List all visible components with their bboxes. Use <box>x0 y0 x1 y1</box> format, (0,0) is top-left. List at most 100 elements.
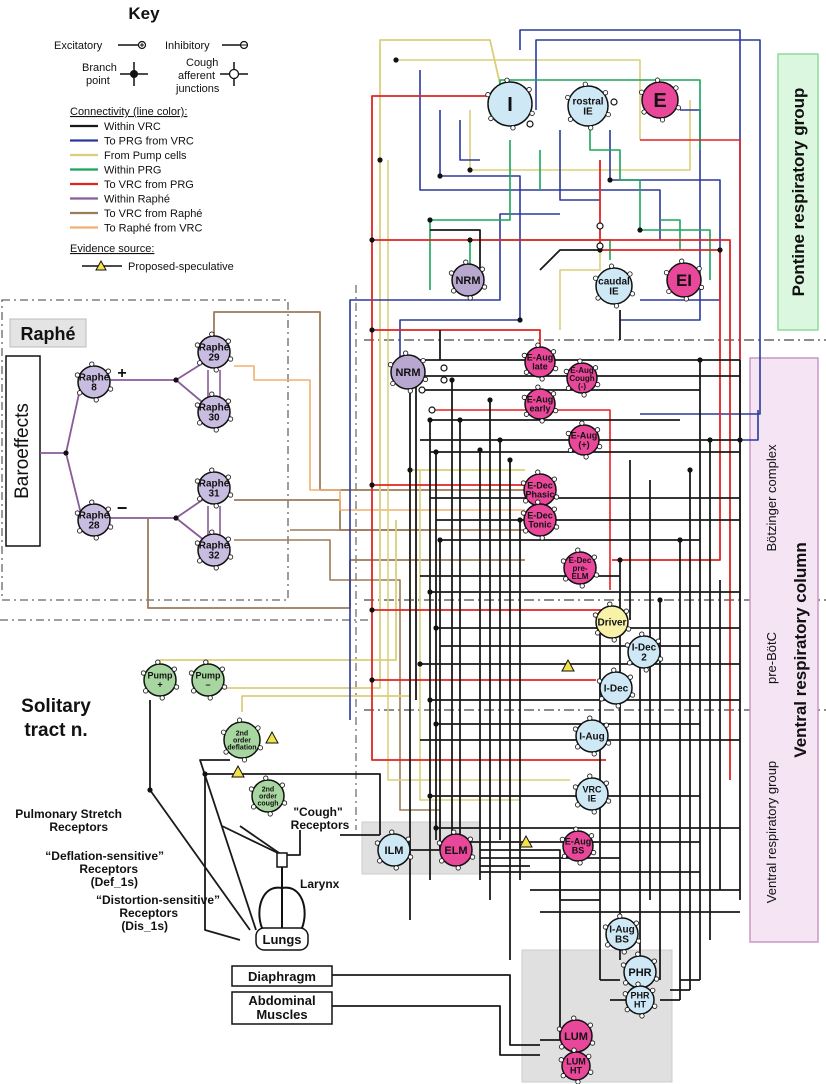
wire <box>371 95 606 761</box>
speculative-triangle-icon <box>265 730 279 744</box>
cell-IAugBS-label-0: I-Aug <box>609 925 635 936</box>
cell-PumpMinus-label-1: – <box>205 680 210 690</box>
branch-point <box>427 589 433 595</box>
speculative-triangle-icon <box>561 658 575 672</box>
cough-junction <box>526 120 534 128</box>
wire <box>221 825 283 856</box>
wire <box>429 140 511 290</box>
baroeffects-box <box>5 355 41 547</box>
lungs-figure: Lungs <box>255 852 309 951</box>
cell-EDecTonic-label-0: E-Dec <box>527 511 553 521</box>
cell-IDec2-label-0: I-Dec <box>632 643 657 654</box>
legend-label-5: Within Raphé <box>104 194 170 206</box>
key-evidence-item: Proposed-speculative <box>128 261 234 273</box>
cell-raphe31-label-1: 31 <box>208 489 220 500</box>
wire <box>620 109 701 321</box>
cell-EDecTonic-label-1: Tonic <box>528 520 551 530</box>
cough-junction <box>596 242 604 250</box>
cell-raphe31-label-0: Raphé <box>199 479 230 490</box>
nts-labels: Solitary tract n. Pulmonary Stretch Rece… <box>15 696 349 933</box>
wire <box>234 499 525 531</box>
cell-EDecPhasic-label-1: Phasic <box>525 490 554 500</box>
vrc-label-box <box>749 357 819 943</box>
wire <box>220 39 501 689</box>
branch-point <box>637 227 643 233</box>
cough-junction <box>440 376 448 384</box>
cough-junction <box>418 386 426 394</box>
cell-PumpMinus: Pump– <box>188 659 228 701</box>
key-branch-line1: Branch <box>82 62 117 74</box>
cell-NRM2-label-0: NRM <box>395 367 420 379</box>
cell-cough2-label-1: order <box>259 793 277 800</box>
muscle-boxes: Diaphragm Abdominal Muscles <box>231 965 333 1025</box>
wire <box>204 774 241 941</box>
cell-raphe30-label-0: Raphé <box>199 403 230 414</box>
branch-point <box>369 607 375 613</box>
legend-label-6: To VRC from Raphé <box>104 208 202 220</box>
solitary-label-line1: Solitary <box>21 696 91 717</box>
legend-label-1: To PRG from VRC <box>104 136 194 148</box>
branch-point <box>63 450 69 456</box>
diaphragm-box <box>231 965 333 987</box>
cell-EAugearly-label-0: E-Aug <box>527 395 554 405</box>
cell-LUMHT-label-0: LUM <box>566 1057 586 1067</box>
wire <box>372 239 731 780</box>
cell-EAuglate-label-1: late <box>532 362 548 372</box>
wire <box>349 213 560 720</box>
branch-point <box>467 237 473 243</box>
branch-point <box>437 537 443 543</box>
branch-point <box>607 177 613 183</box>
wire <box>519 29 759 441</box>
distortion-label-2: Receptors <box>119 906 178 920</box>
solitary-label-line2: tract n. <box>24 720 87 741</box>
cell-PHRHT-label-1: HT <box>634 1000 646 1010</box>
cell-NRM1: NRM <box>448 259 488 301</box>
prg-label-box <box>777 53 819 331</box>
cell-raphe29-label-1: 29 <box>208 353 220 364</box>
prg-region-label: Pontine respiratory group <box>789 88 808 297</box>
cell-LUMHT-label-1: HT <box>570 1066 582 1076</box>
wire <box>559 130 600 201</box>
branch-point <box>427 417 433 423</box>
wire <box>205 773 381 835</box>
cell-PumpPlus-label-1: + <box>157 680 162 690</box>
cell-EAugCough-label-0: E-Aug <box>570 366 594 375</box>
cell-PumpPlus: Pump+ <box>140 659 180 701</box>
wire <box>396 59 641 140</box>
cell-EDecPhasic-label-0: E-Dec <box>527 481 553 491</box>
cell-EAugBS-label-1: BS <box>572 846 585 856</box>
distortion-label-3: (Dis_1s) <box>121 919 168 933</box>
wire <box>232 974 540 1046</box>
legend-label-4: To VRC from PRG <box>104 179 194 191</box>
abdominal-box <box>231 991 333 1025</box>
branch-point-icon <box>130 70 138 78</box>
cell-IAugBS-label-1: BS <box>615 935 629 946</box>
cell-ILM-label-0: ILM <box>385 845 404 857</box>
cough-junction <box>610 98 618 106</box>
abdominal-label-2: Muscles <box>256 1007 307 1022</box>
cell-raphe28-label-1: 28 <box>88 521 100 532</box>
lungs-label: Lungs <box>263 932 302 947</box>
key-title: Key <box>128 4 160 23</box>
cell-PHR: PHR <box>620 951 660 993</box>
pulmonary-label-2: Receptors <box>49 820 108 834</box>
cell-IDec: I-Dec <box>596 667 636 709</box>
legend-label-2: From Pump cells <box>104 150 187 162</box>
cell-raphe8-label-0: Raphé <box>79 373 110 384</box>
branch-point <box>657 597 663 603</box>
wire <box>469 239 611 290</box>
cough-junction-icon <box>228 68 240 80</box>
cell-IAug-label-0: I-Aug <box>579 732 605 743</box>
raphe-region-label: Raphé <box>20 324 75 344</box>
prebotc-label: pre-BötC <box>764 632 779 684</box>
